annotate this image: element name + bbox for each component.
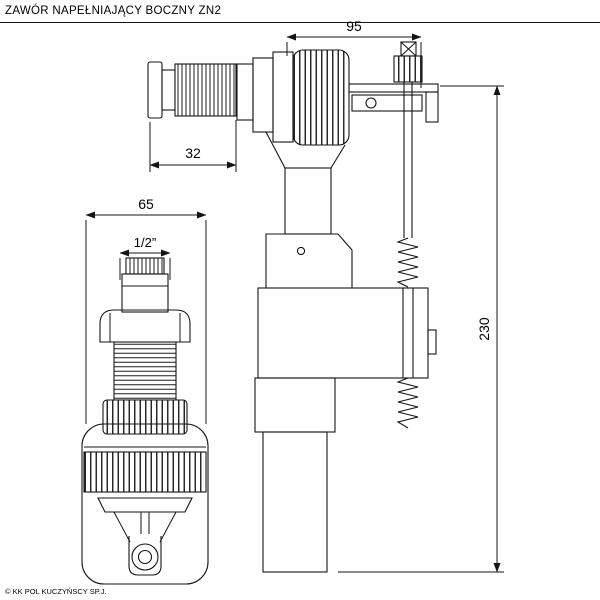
upper-tube bbox=[284, 167, 332, 235]
dimension-65-label: 65 bbox=[138, 196, 154, 212]
mounting-hole bbox=[296, 246, 306, 256]
outlet-tube bbox=[262, 431, 328, 573]
front-view: 65 1/2” bbox=[81, 196, 209, 585]
top-connector bbox=[121, 257, 169, 313]
yoke bbox=[128, 536, 162, 576]
outlet-seal-inner bbox=[137, 549, 153, 565]
inlet-shank bbox=[147, 61, 237, 119]
dimension-inlet-length: 32 bbox=[149, 120, 237, 172]
dimension-32-label: 32 bbox=[185, 145, 201, 161]
copyright-note: © KK POL KUCZYŃSCY SP.J. bbox=[5, 587, 107, 596]
shank-thread bbox=[174, 63, 237, 117]
head-step-3 bbox=[272, 51, 294, 143]
dimension-body-width: 65 bbox=[85, 196, 207, 424]
drawing-title: ZAWÓR NAPEŁNIAJĄCY BOCZNY ZN2 bbox=[5, 4, 221, 17]
head-funnel-left bbox=[265, 131, 286, 169]
float-mechanism bbox=[97, 497, 193, 576]
connector-knurl bbox=[125, 257, 165, 275]
lever-bar bbox=[97, 497, 193, 513]
lever-link-left bbox=[113, 511, 131, 543]
dimension-95-label: 95 bbox=[346, 18, 362, 34]
valve-head bbox=[236, 49, 350, 169]
dimension-230-label: 230 bbox=[476, 317, 492, 341]
head-funnel-right bbox=[330, 144, 346, 169]
flange-nut bbox=[99, 309, 191, 343]
float-container bbox=[81, 423, 209, 585]
dimension-thread-size: 1/2” bbox=[119, 235, 171, 280]
flange-outline bbox=[99, 309, 191, 343]
container-outline bbox=[81, 423, 209, 585]
dimension-half-inch-label: 1/2” bbox=[134, 235, 156, 250]
lower-block bbox=[254, 377, 336, 433]
head-ribbed-cap bbox=[292, 49, 350, 146]
side-clip bbox=[427, 329, 437, 355]
vertical-thread bbox=[113, 341, 177, 401]
shank-ring bbox=[161, 69, 176, 111]
container-ribbed-band bbox=[83, 451, 207, 493]
connector-body bbox=[121, 273, 169, 313]
side-view: 95 32 bbox=[147, 18, 504, 573]
shank-flange bbox=[147, 61, 163, 119]
ribbed-collar bbox=[102, 399, 188, 435]
mounting-bracket bbox=[265, 233, 353, 289]
bracket-hole bbox=[365, 97, 377, 109]
bracket-plate bbox=[351, 94, 423, 112]
head-step-2 bbox=[252, 57, 274, 133]
adjuster-knurl bbox=[393, 55, 423, 83]
float-rod-assembly bbox=[348, 41, 439, 429]
dimension-overall-height: 230 bbox=[338, 85, 504, 573]
bracket-drop bbox=[425, 91, 439, 123]
title-block: ZAWÓR NAPEŁNIAJĄCY BOCZNY ZN2 bbox=[0, 4, 600, 23]
outlet-seal-outer bbox=[131, 543, 159, 571]
dimension-top-width: 95 bbox=[286, 18, 422, 88]
rod-spring-lower bbox=[396, 377, 419, 429]
head-step-1 bbox=[236, 63, 254, 121]
bracket-arm bbox=[348, 83, 439, 93]
rod-spring-upper bbox=[396, 237, 419, 288]
lever-link-right bbox=[159, 511, 177, 543]
valve-body bbox=[254, 167, 437, 573]
